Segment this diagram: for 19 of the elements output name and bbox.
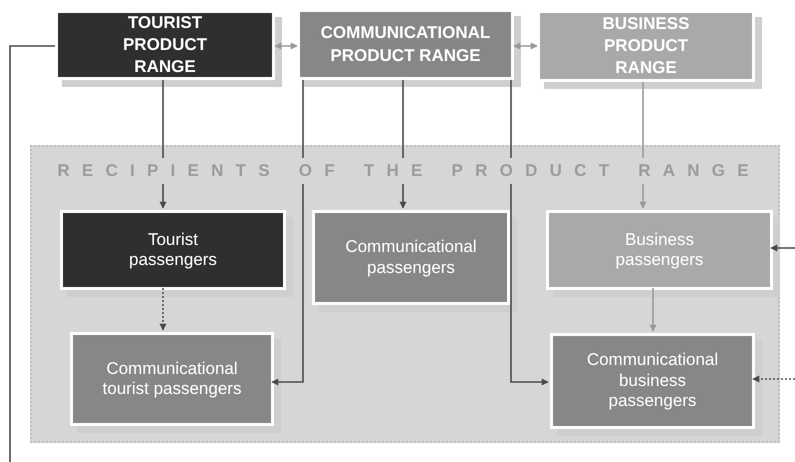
connector-arrow: [160, 288, 166, 331]
connector-arrow: [160, 80, 166, 209]
box-label: Tourist passengers: [128, 230, 218, 270]
box-label: TOURIST PRODUCT RANGE: [122, 12, 208, 78]
box-label: BUSINESS PRODUCT RANGE: [602, 12, 690, 80]
box-label: COMMUNICATIONAL PRODUCT RANGE: [320, 22, 492, 66]
box-label: Communicational passengers: [344, 237, 478, 278]
box-label: Business passengers: [614, 230, 704, 270]
connector-arrow: [770, 244, 795, 252]
connector-arrow: [274, 42, 298, 50]
connector-arrow: [650, 288, 656, 332]
connector-arrow: [513, 42, 538, 50]
group-band: [30, 145, 780, 443]
box-label: Communicational tourist passengers: [102, 358, 242, 400]
connector-arrow: [510, 80, 549, 386]
connector-arrow: [752, 376, 795, 382]
connector-arrow: [271, 80, 304, 386]
box-label: Communicational business passengers: [586, 350, 720, 412]
connector-arrow: [400, 80, 406, 209]
